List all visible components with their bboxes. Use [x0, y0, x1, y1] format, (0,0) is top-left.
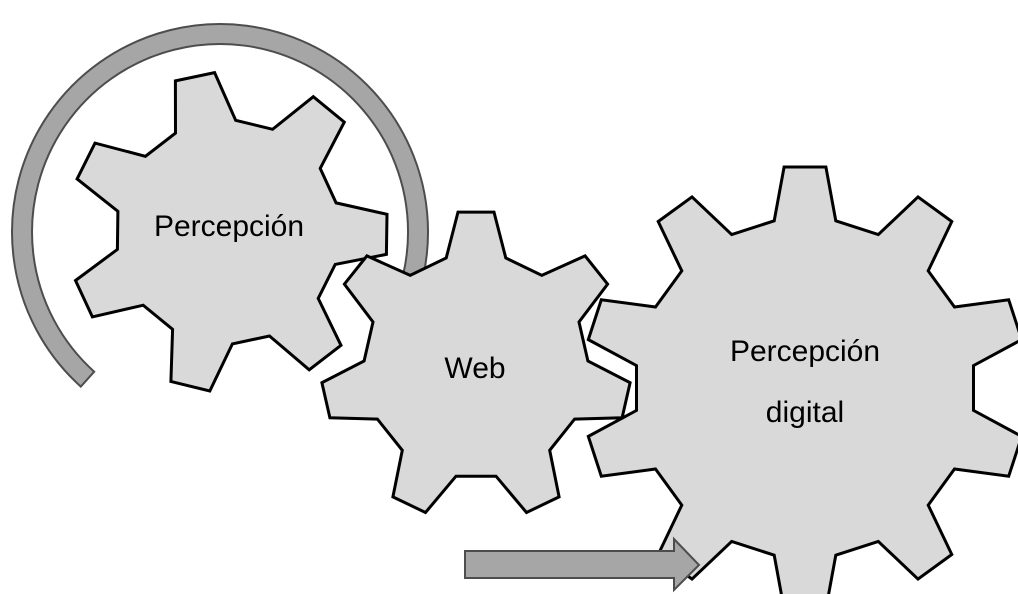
gear-web-label: Web	[444, 352, 505, 385]
gear-perception-shape	[73, 70, 389, 393]
gear-web	[320, 210, 632, 515]
gear-digital-label-line2: digital	[766, 396, 844, 429]
gear-digital-label-line1: Percepción	[730, 335, 880, 368]
gear-digital	[586, 165, 1018, 594]
right-arrow-shape	[464, 536, 701, 593]
gear-web-shape	[320, 210, 632, 515]
right-arrow	[464, 536, 701, 593]
gear-digital-shape	[586, 165, 1018, 594]
gear-perception-label: Percepción	[154, 210, 304, 243]
gear-perception	[73, 70, 389, 393]
